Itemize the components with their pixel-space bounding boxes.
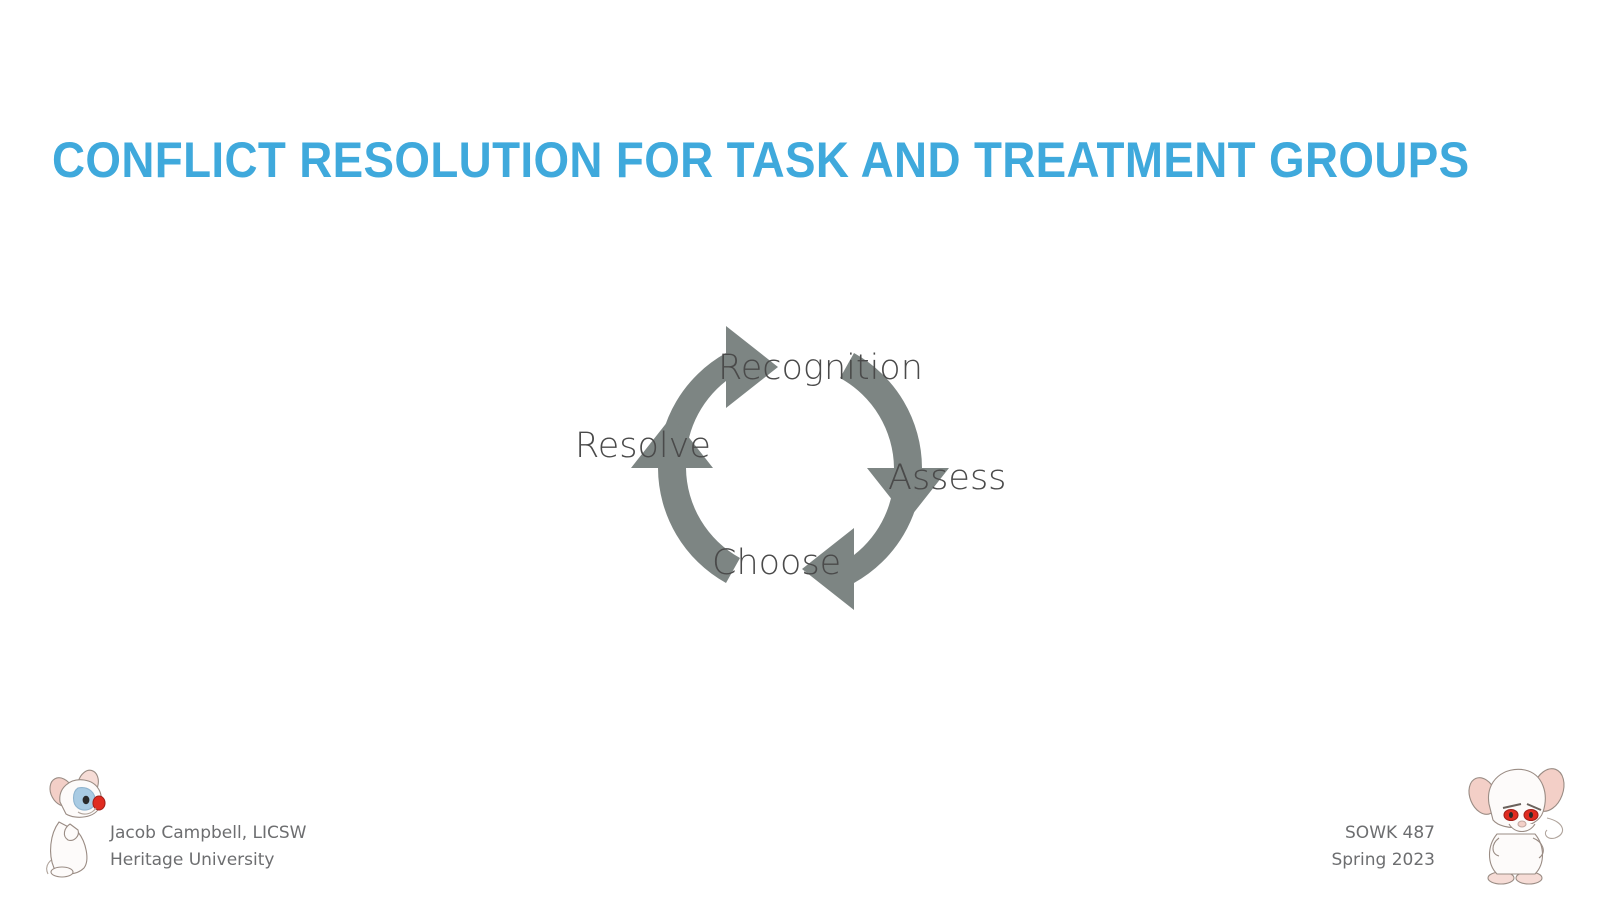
cycle-step-label-recognition: Recognition <box>718 348 923 388</box>
cycle-step-label-resolve: Resolve <box>575 426 711 466</box>
footer-course: SOWK 487 Spring 2023 <box>1331 820 1435 874</box>
pinky-mouse-logo <box>46 769 106 878</box>
cycle-step-label-choose: Choose <box>712 543 842 583</box>
arrow-assess-to-choose <box>802 468 922 610</box>
footer-presenter-institution: Heritage University <box>110 850 275 870</box>
footer-presenter-name: Jacob Campbell, LICSW <box>110 823 307 843</box>
footer-course-term: Spring 2023 <box>1331 850 1435 870</box>
page-title: Conflict Resolution for Task and Treatme… <box>52 132 1470 188</box>
arrow-choose-to-resolve <box>631 416 740 583</box>
footer-presenter: Jacob Campbell, LICSW Heritage Universit… <box>110 820 306 874</box>
brain-mouse-logo <box>1468 768 1565 885</box>
footer-course-code: SOWK 487 <box>1345 823 1435 843</box>
arrow-resolve-to-recognition <box>658 326 778 468</box>
arrow-recognition-to-assess <box>840 353 949 520</box>
cycle-step-label-assess: Assess <box>888 458 1007 498</box>
conflict-resolution-cycle-diagram: Recognition Assess Choose Resolve <box>540 318 1040 618</box>
cycle-arrows-graphic <box>631 326 949 610</box>
